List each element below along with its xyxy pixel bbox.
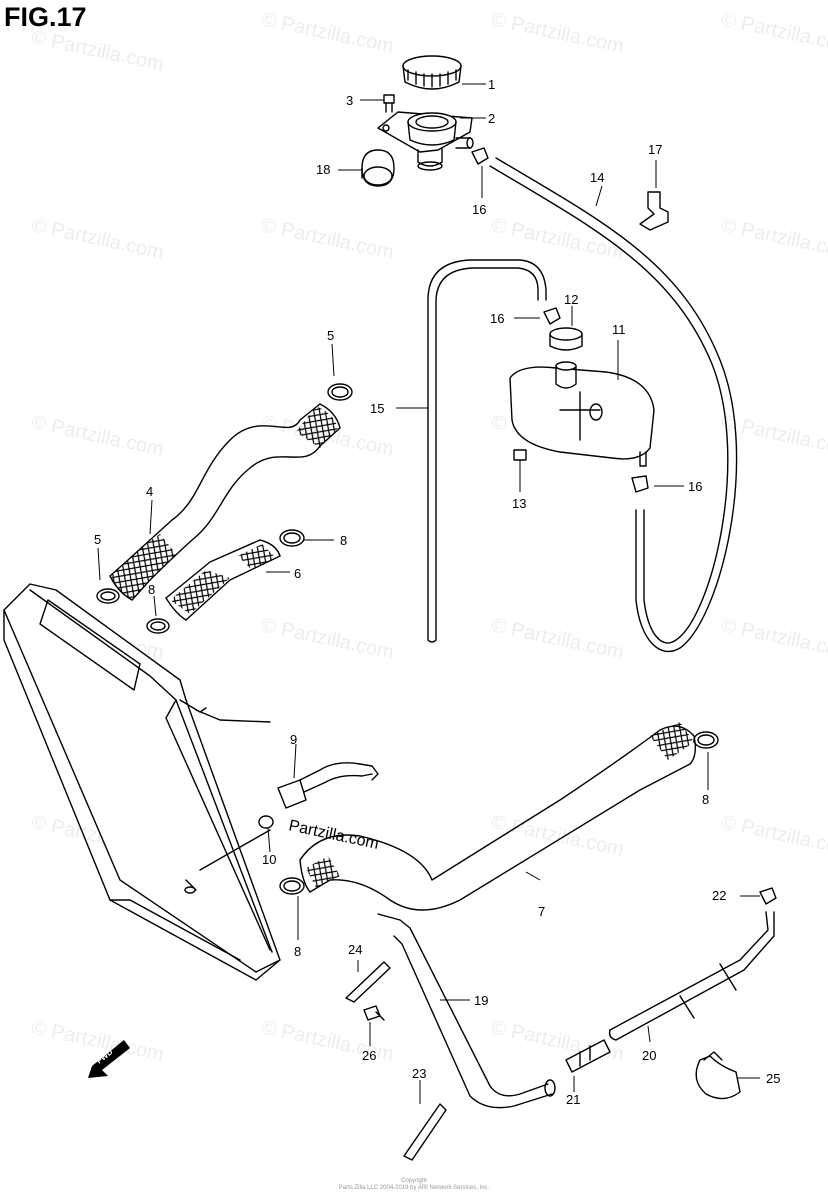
clamp-25	[695, 1051, 741, 1100]
callout-22: 22	[712, 888, 726, 903]
hose-19	[377, 913, 556, 1109]
callout-1: 1	[488, 77, 495, 92]
clip-16-mid	[543, 307, 561, 325]
callout-25: 25	[766, 1071, 780, 1086]
copyright-line-2: Parts Zilla LLC 2004-2019 by ARI Network…	[338, 1185, 490, 1191]
callout-8-left: 8	[148, 582, 155, 597]
clamp-8-right	[693, 731, 719, 749]
clip-22	[759, 887, 777, 905]
fitting-21	[565, 1039, 611, 1073]
copyright-line-1: Copyright	[401, 1178, 427, 1184]
filler-neck	[377, 111, 474, 171]
callout-21: 21	[566, 1092, 580, 1107]
radiator	[3, 583, 281, 981]
callout-7: 7	[538, 904, 545, 919]
callout-3: 3	[346, 93, 353, 108]
callout-2: 2	[488, 111, 495, 126]
callout-20: 20	[642, 1048, 656, 1063]
callout-9: 9	[290, 732, 297, 747]
washer-10	[258, 815, 274, 829]
clamp-8-bottom	[279, 877, 305, 895]
clamp-5-lower	[96, 588, 120, 604]
forward-arrow	[88, 1040, 130, 1078]
figure-title: FIG.17	[4, 2, 87, 32]
hose-7	[299, 725, 697, 911]
callout-8-right: 8	[702, 792, 709, 807]
leader-lines	[97, 83, 760, 1104]
callout-16-mid: 16	[490, 311, 504, 326]
hose-14	[495, 157, 738, 653]
reservoir-cap	[549, 327, 583, 351]
callout-19: 19	[474, 993, 488, 1008]
bolt-26	[363, 1005, 385, 1021]
clamp-5-top	[327, 383, 353, 401]
center-watermark: Partzilla.com	[287, 817, 380, 853]
callout-15: 15	[370, 401, 384, 416]
clamp-18	[361, 149, 395, 187]
bracket-17	[639, 191, 669, 231]
pipe-20	[608, 911, 775, 1041]
callout-16-lower: 16	[688, 479, 702, 494]
callout-26: 26	[362, 1048, 376, 1063]
callout-16-top: 16	[472, 202, 486, 217]
clip-16-lower	[631, 475, 649, 493]
callout-24: 24	[348, 942, 362, 957]
clamp-8-upper	[279, 529, 305, 547]
hose-6	[165, 539, 281, 621]
radiator-cap	[402, 55, 462, 90]
copyright-notice: Copyright Parts Zilla LLC 2004-2019 by A…	[0, 1178, 828, 1192]
callout-6: 6	[294, 566, 301, 581]
callout-8-bottom: 8	[294, 944, 301, 959]
callout-8-upper: 8	[340, 533, 347, 548]
callout-23: 23	[412, 1066, 426, 1081]
hose-15	[427, 259, 547, 643]
callout-13: 13	[512, 496, 526, 511]
callout-4: 4	[146, 484, 153, 499]
callout-10: 10	[262, 852, 276, 867]
reservoir-tank	[509, 361, 655, 467]
bracket-23	[403, 1103, 447, 1161]
fan-switch	[277, 762, 379, 809]
callout-14: 14	[590, 170, 604, 185]
callout-12: 12	[564, 292, 578, 307]
clamp-8-left	[146, 618, 170, 634]
callout-17: 17	[648, 142, 662, 157]
bracket-24	[345, 961, 391, 1003]
callout-18: 18	[316, 162, 330, 177]
bolt-13	[513, 449, 527, 461]
callout-5-lower: 5	[94, 532, 101, 547]
bolt-3	[383, 94, 395, 113]
callout-5: 5	[327, 328, 334, 343]
clip-16-top	[471, 147, 489, 165]
callout-11: 11	[612, 322, 626, 337]
